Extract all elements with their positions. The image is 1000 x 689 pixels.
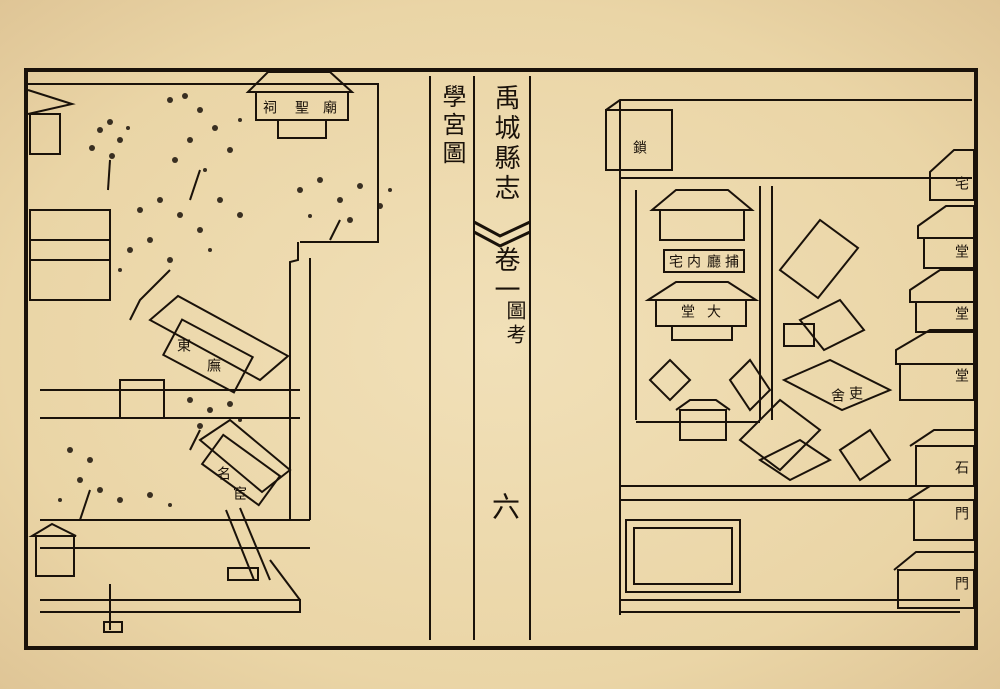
label-hall2: 堂 <box>679 304 695 318</box>
page-number: 六 <box>488 492 521 524</box>
label-famous: 名 <box>215 466 231 480</box>
label-grand-hall: 堂 <box>953 368 969 382</box>
label-gate: 門 <box>953 506 969 520</box>
label-official: 宦 <box>231 486 247 500</box>
label-tall2: 堂 <box>953 306 969 320</box>
tree-cluster <box>58 93 392 507</box>
volume-label: 卷一 <box>490 246 520 306</box>
label-shrine: 祠 <box>261 100 277 114</box>
label-tall: 堂 <box>953 244 969 258</box>
label-hall: 廳 <box>705 254 721 268</box>
section-title: 學宮圖 <box>438 84 466 168</box>
label-temple: 廟 <box>321 100 337 114</box>
book-title: 禹城縣志 <box>490 84 520 204</box>
label-residence-inner: 宅 <box>667 254 683 268</box>
label-back-hall: 捕 <box>723 254 739 268</box>
label-residence: 宅 <box>953 176 969 190</box>
label-sage: 聖 <box>293 100 309 114</box>
label-office: 舍 <box>829 388 845 402</box>
label-clerk: 吏 <box>847 386 863 400</box>
label-grand: 大 <box>705 304 721 318</box>
label-chain: 鎖 <box>631 140 647 154</box>
label-east: 東 <box>175 338 191 352</box>
label-door: 門 <box>953 576 969 590</box>
label-inner: 内 <box>685 254 701 268</box>
label-gate-stone: 石 <box>953 460 969 474</box>
category-label: 圖考 <box>503 300 527 348</box>
label-corridor: 廡 <box>205 358 221 372</box>
